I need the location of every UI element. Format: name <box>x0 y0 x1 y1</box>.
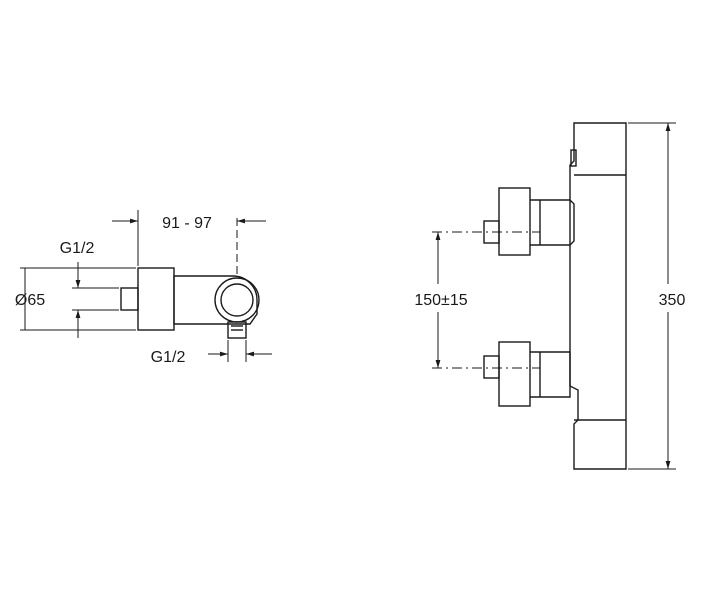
inlet-stub <box>120 287 139 311</box>
outlet-nut <box>227 321 247 339</box>
side-view <box>120 267 260 339</box>
dim-width-label: 91 - 97 <box>162 215 212 232</box>
dim-diameter-label: Ø65 <box>15 292 45 309</box>
dim-height-label: 350 <box>659 292 686 309</box>
front-view <box>483 122 627 470</box>
inlet-nut-top <box>498 187 531 256</box>
front-view-dimensions <box>432 122 676 470</box>
dim-thread-bottom-label: G1/2 <box>151 349 186 366</box>
outlet-circle-inner <box>220 283 254 317</box>
inlet-connector-top <box>530 199 571 246</box>
dim-thread-top-label: G1/2 <box>60 240 95 257</box>
side-view-dimensions <box>20 210 272 362</box>
dim-spacing-label: 150±15 <box>414 292 467 309</box>
inlet-nut-bottom <box>498 341 531 407</box>
mounting-block <box>137 267 175 331</box>
inlet-connector-bottom <box>530 351 571 398</box>
valve-body <box>173 275 258 325</box>
inlet-stub-bottom <box>483 355 500 379</box>
